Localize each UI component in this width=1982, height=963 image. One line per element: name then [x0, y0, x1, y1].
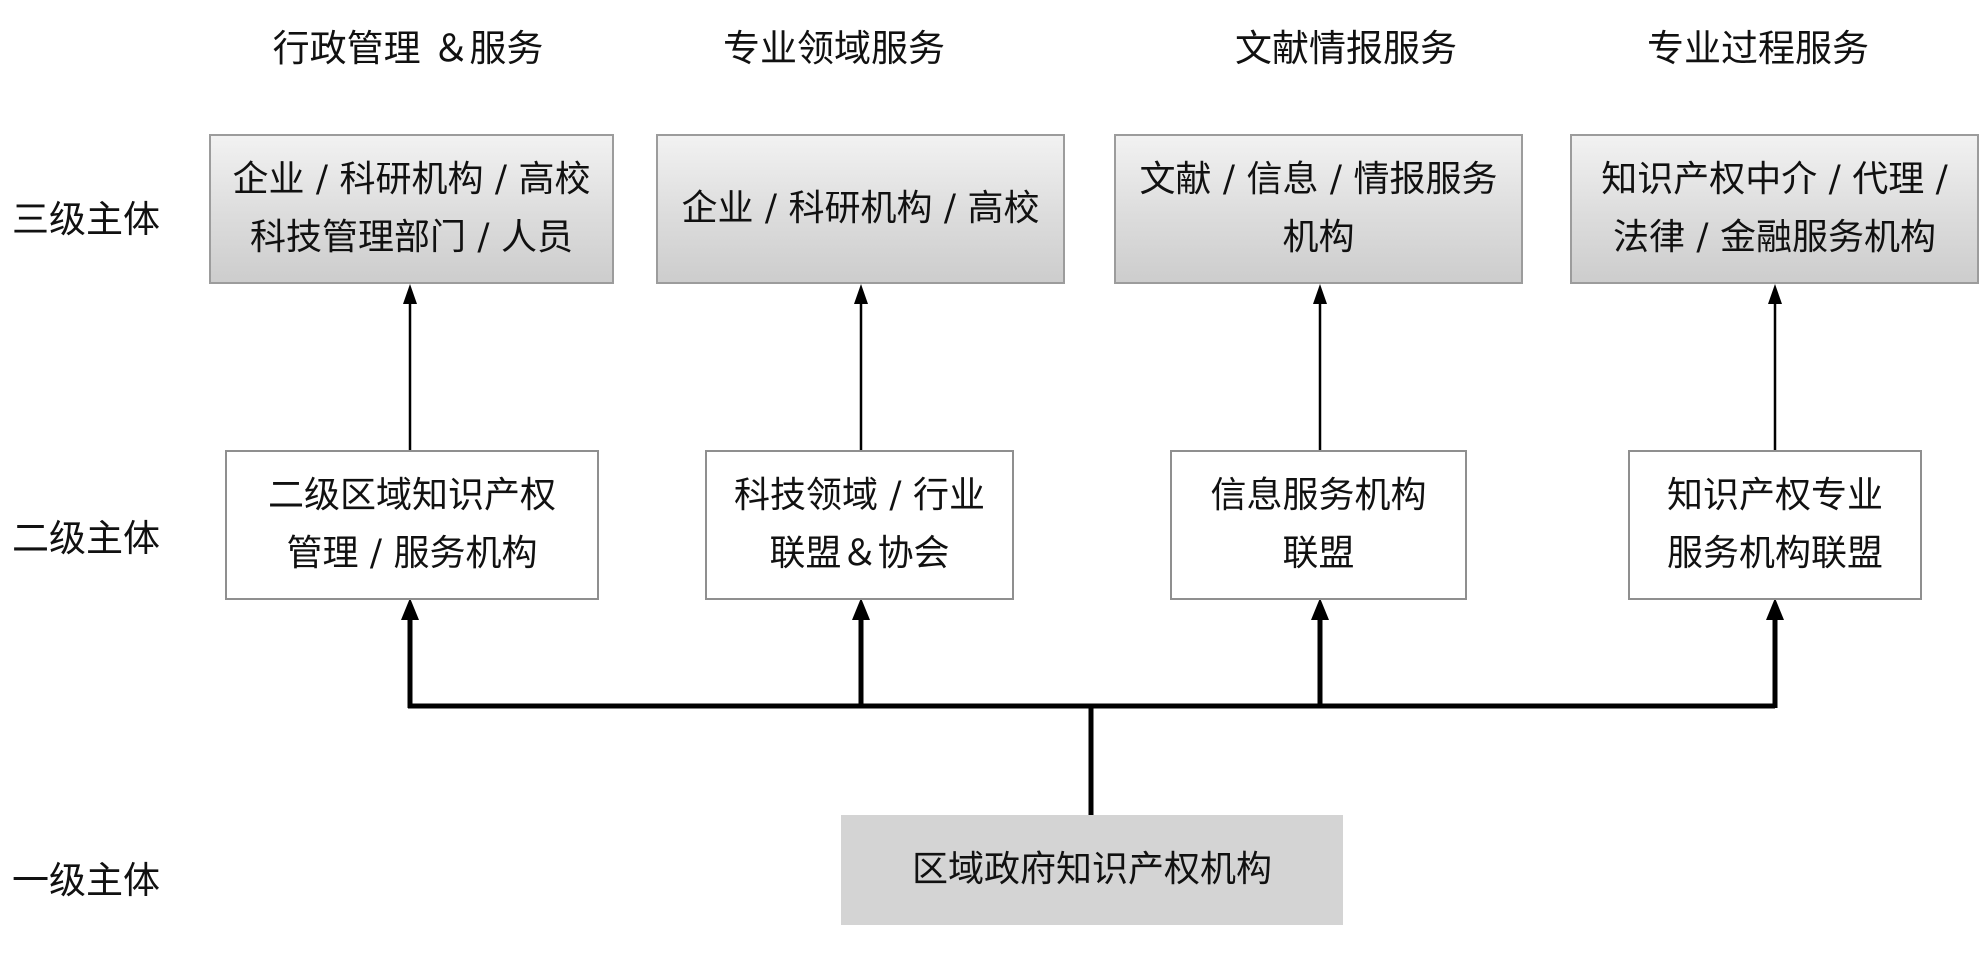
node-text-line: 联盟 [1282, 533, 1355, 574]
node-text-line: 法律 / 金融服务机构 [1612, 217, 1937, 258]
level1-root-node: 区域政府知识产权机构 [841, 815, 1343, 925]
arrowhead-up-2 [854, 284, 868, 304]
arrowhead-up-4 [1768, 284, 1782, 304]
level3-node-professional-field: 企业 / 科研机构 / 高校 [656, 134, 1065, 284]
node-text-line: 科技管理部门 / 人员 [249, 217, 574, 258]
column-header-literature: 文献情报服务 [1235, 27, 1457, 70]
node-text-line: 文献 / 信息 / 情报服务 [1139, 159, 1498, 200]
level2-node-admin: 二级区域知识产权 管理 / 服务机构 [225, 450, 599, 600]
node-text-line: 科技领域 / 行业 [733, 475, 986, 516]
node-text-line: 管理 / 服务机构 [286, 533, 538, 574]
level3-node-literature: 文献 / 信息 / 情报服务 机构 [1114, 134, 1523, 284]
level2-node-professional-field: 科技领域 / 行业 联盟＆协会 [705, 450, 1014, 600]
node-text-line: 二级区域知识产权 [267, 475, 556, 516]
node-text-line: 服务机构联盟 [1666, 533, 1883, 574]
level3-node-process: 知识产权中介 / 代理 / 法律 / 金融服务机构 [1570, 134, 1979, 284]
arrowhead-up-1 [403, 284, 417, 304]
level-label-2: 二级主体 [12, 517, 160, 560]
level-label-1: 一级主体 [12, 859, 160, 902]
node-text-line: 企业 / 科研机构 / 高校 [232, 159, 591, 200]
level2-node-process: 知识产权专业 服务机构联盟 [1628, 450, 1922, 600]
node-text-line: 企业 / 科研机构 / 高校 [681, 188, 1040, 229]
arrowhead-branch-1 [401, 598, 419, 620]
root-label: 区域政府知识产权机构 [911, 849, 1272, 890]
arrowhead-branch-4 [1766, 598, 1784, 620]
level-label-3: 三级主体 [12, 198, 160, 241]
column-header-admin: 行政管理 ＆服务 [272, 27, 544, 70]
arrowhead-branch-3 [1311, 598, 1329, 620]
arrowhead-branch-2 [852, 598, 870, 620]
node-text-line: 联盟＆协会 [769, 533, 950, 574]
node-text-line: 机构 [1282, 217, 1355, 258]
arrowhead-up-3 [1313, 284, 1327, 304]
column-header-process: 专业过程服务 [1647, 27, 1869, 70]
node-text-line: 知识产权中介 / 代理 / [1601, 159, 1948, 200]
level3-node-admin: 企业 / 科研机构 / 高校 科技管理部门 / 人员 [209, 134, 614, 284]
node-text-line: 知识产权专业 [1666, 475, 1883, 516]
column-header-professional-field: 专业领域服务 [723, 27, 945, 70]
level2-node-literature: 信息服务机构 联盟 [1170, 450, 1467, 600]
node-text-line: 信息服务机构 [1210, 475, 1427, 516]
